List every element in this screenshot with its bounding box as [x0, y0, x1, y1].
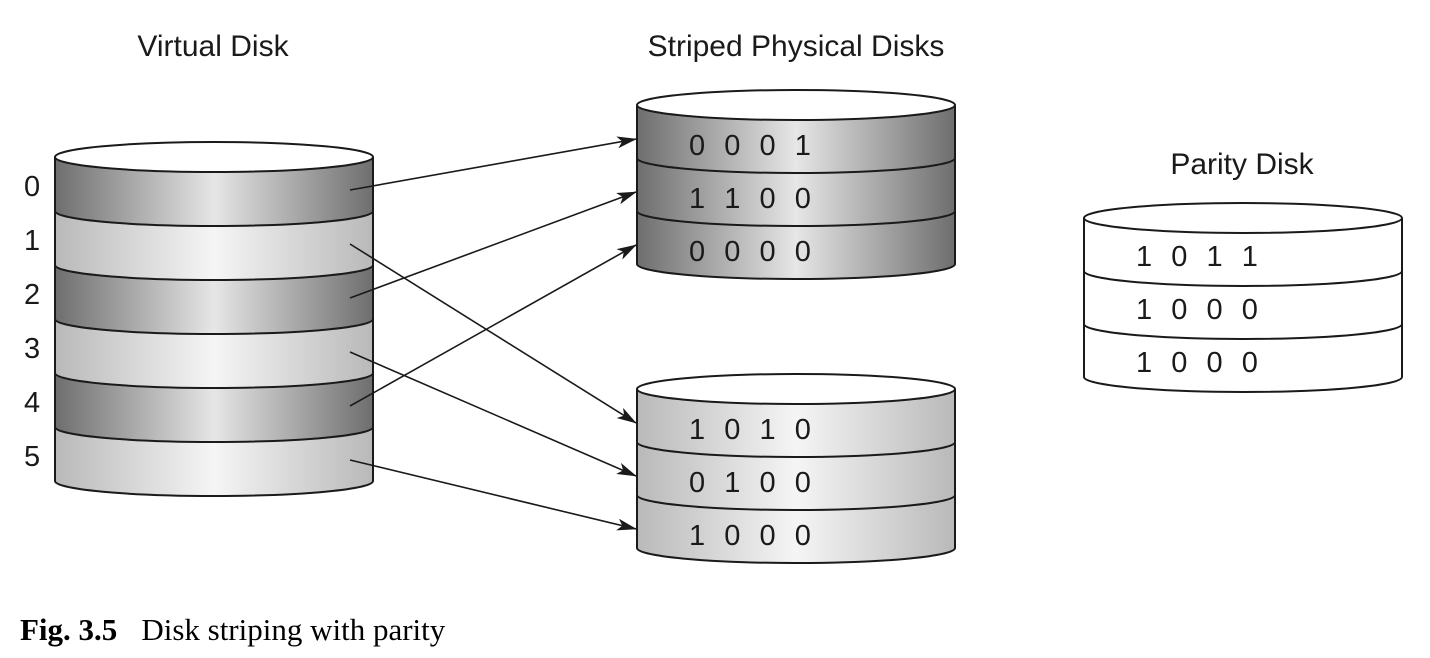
virtual-disk-band-4: [55, 373, 373, 442]
physical-disk-1-separator: [636, 157, 956, 174]
parity-disk-band-0: [1084, 218, 1402, 286]
figure-caption: Fig. 3.5 Disk striping with parity: [20, 612, 446, 647]
arrow-block-1: [349, 243, 637, 424]
virtual-block-index-1: 1: [24, 225, 40, 257]
parity-disk-label: Parity Disk: [1170, 148, 1314, 181]
parity-disk-row-2: 1 0 0 0: [1136, 347, 1259, 379]
parity-disk-row-0: 1 0 1 1: [1136, 241, 1259, 273]
physical-disk-1-row-0: 0 0 0 1: [689, 130, 812, 162]
physical-disk-1-band-1: [637, 158, 955, 226]
parity-disk-band-1: [1084, 271, 1402, 339]
physical-disk-1-band-0: [637, 105, 955, 173]
physical-disk-2-band-1: [637, 442, 955, 510]
arrow-block-0: [349, 136, 637, 191]
figure-number: Fig. 3.5: [20, 612, 117, 647]
physical-disk-2-separator: [636, 494, 956, 511]
physical-disk-1-row-2: 0 0 0 0: [689, 236, 812, 268]
virtual-block-index-4: 4: [24, 387, 40, 419]
physical-disk-2-band-0: [637, 389, 955, 457]
virtual-disk-band-3: [55, 319, 373, 388]
physical-disk-2-band-2: [637, 495, 955, 563]
figure-caption-text: Disk striping with parity: [141, 612, 445, 647]
physical-disk-2-row-1: 0 1 0 0: [689, 467, 812, 499]
parity-disk-top: [1083, 202, 1403, 234]
parity-disk-separator: [1083, 323, 1403, 340]
mapping-arrows: [349, 136, 637, 531]
physical-disk-2-top: [636, 373, 956, 405]
virtual-disk-band-2: [55, 265, 373, 334]
physical-disk-2-separator: [636, 441, 956, 458]
virtual-disk-bottom-edge: [54, 480, 374, 497]
virtual-block-index-0: 0: [24, 171, 40, 203]
physical-disk-1-top: [636, 89, 956, 121]
virtual-block-index-3: 3: [24, 333, 40, 365]
virtual-disk-separator: [54, 210, 374, 227]
virtual-disk-label: Virtual Disk: [137, 30, 289, 63]
physical-disk-1-band-2: [637, 211, 955, 279]
virtual-disk-separator: [54, 372, 374, 389]
virtual-disk-separator: [54, 426, 374, 443]
parity-disk-band-2: [1084, 324, 1402, 392]
virtual-disk-band-0: [55, 157, 373, 226]
physical-disk-2-bottom-edge: [636, 547, 956, 564]
parity-disk-separator: [1083, 270, 1403, 287]
parity-disk: 1 0 1 1 1 0 0 0 1 0 0 0: [1083, 202, 1403, 393]
virtual-disk-separator: [54, 318, 374, 335]
virtual-disk-top: [54, 141, 374, 173]
physical-disk-1-separator: [636, 210, 956, 227]
striped-physical-disks-label: Striped Physical Disks: [648, 30, 945, 63]
virtual-disk-band-1: [55, 211, 373, 280]
parity-disk-row-1: 1 0 0 0: [1136, 294, 1259, 326]
arrow-block-3: [349, 351, 637, 477]
virtual-disk-separator: [54, 264, 374, 281]
arrow-block-2: [349, 191, 637, 299]
physical-disk-1-bottom-edge: [636, 263, 956, 280]
virtual-disk: 0 1 2 3 4 5: [24, 141, 374, 497]
parity-disk-bottom-edge: [1083, 376, 1403, 393]
physical-disk-2: 1 0 1 0 0 1 0 0 1 0 0 0: [636, 373, 956, 564]
virtual-disk-band-5: [55, 427, 373, 496]
arrow-block-4: [349, 244, 637, 407]
physical-disk-1: 0 0 0 1 1 1 0 0 0 0 0 0: [636, 89, 956, 280]
virtual-block-index-2: 2: [24, 279, 40, 311]
virtual-block-index-5: 5: [24, 441, 40, 473]
physical-disk-2-row-0: 1 0 1 0: [689, 414, 812, 446]
physical-disk-2-row-2: 1 0 0 0: [689, 520, 812, 552]
arrow-block-5: [349, 459, 637, 531]
physical-disk-1-row-1: 1 1 0 0: [689, 183, 812, 215]
